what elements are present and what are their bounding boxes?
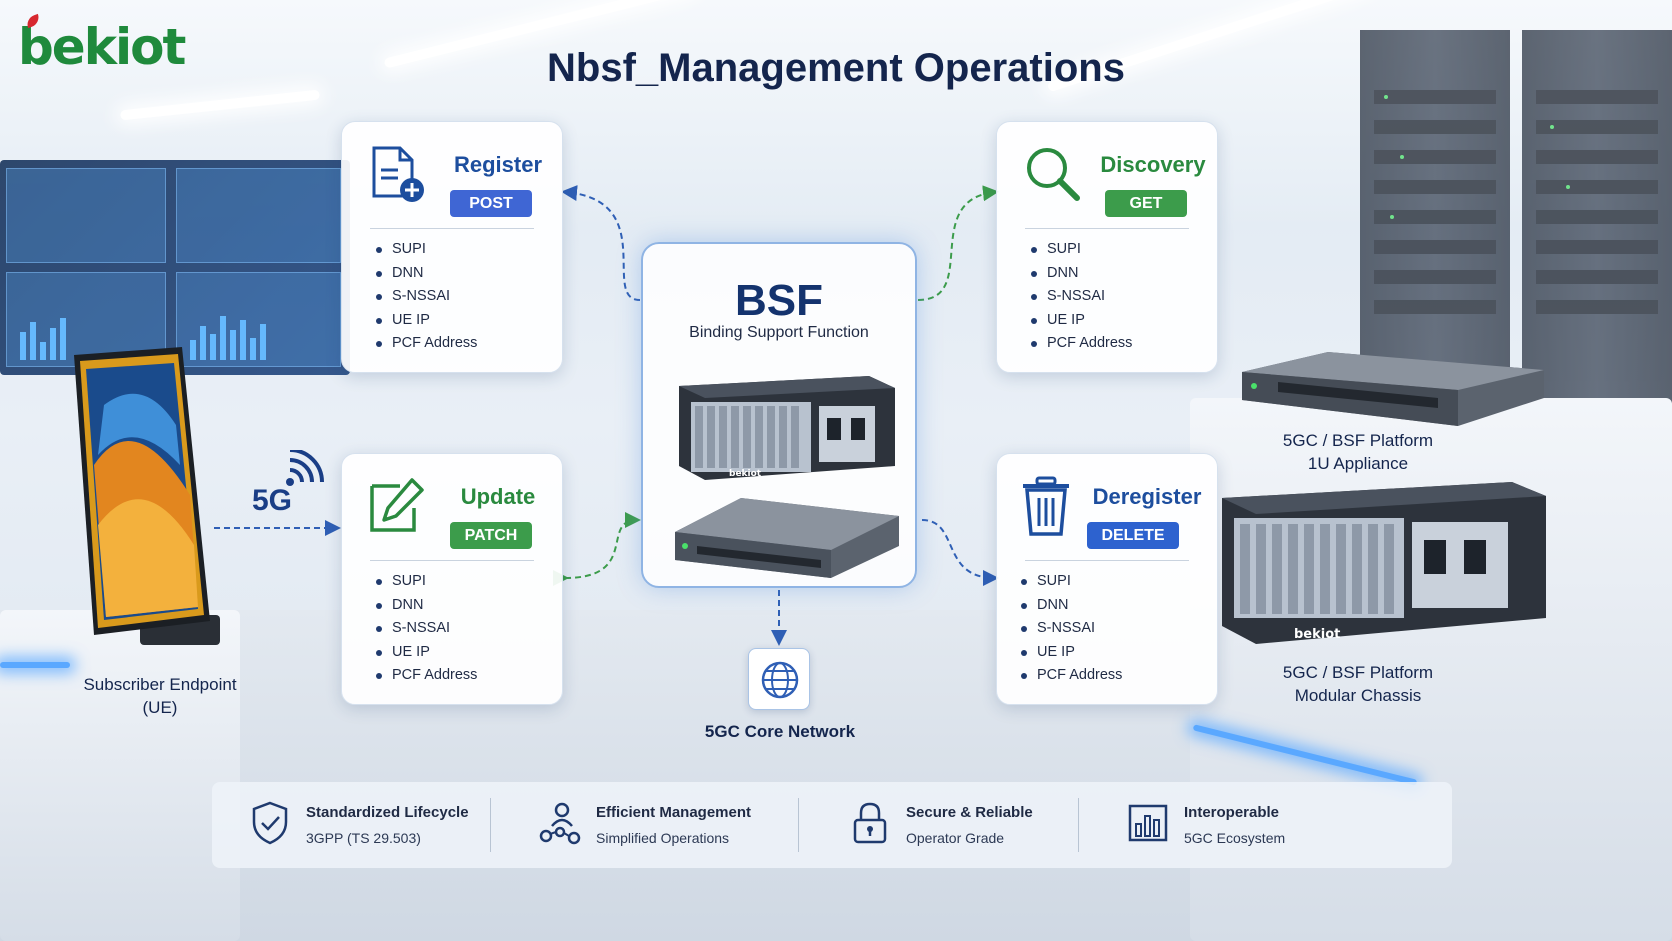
wireless-signal-icon	[286, 450, 324, 486]
arrow-bsf-to-deregister	[921, 519, 999, 586]
page-title: Nbsf_Management Operations	[547, 46, 1125, 90]
card-divider	[370, 228, 534, 229]
method-badge: POST	[450, 190, 532, 217]
lock-icon	[853, 802, 887, 844]
param-item: DNN	[1021, 594, 1122, 618]
edit-pencil-icon	[370, 478, 424, 532]
platform-label-appliance: 5GC / BSF Platform 1U Appliance	[1282, 431, 1434, 473]
method-badge: PATCH	[450, 522, 532, 549]
shield-check-icon	[252, 801, 288, 845]
param-list: SUPI DNN S-NSSAI UE IP PCF Address	[1021, 570, 1122, 688]
benefit-separator	[798, 798, 799, 852]
operation-name: Discovery	[1100, 152, 1206, 177]
param-item: PCF Address	[1021, 664, 1122, 688]
param-item: PCF Address	[1031, 332, 1132, 356]
param-item: SUPI	[1031, 238, 1132, 262]
param-item: S-NSSAI	[376, 617, 477, 641]
param-item: UE IP	[1031, 309, 1132, 333]
trash-icon	[1023, 476, 1069, 536]
subscriber-device-image	[74, 347, 220, 645]
param-item: PCF Address	[376, 664, 477, 688]
bsf-panel: BSF Binding Support Function bekiot	[641, 242, 917, 588]
monitor-wall	[0, 160, 350, 375]
document-add-icon	[372, 146, 424, 202]
param-item: UE IP	[376, 309, 477, 333]
bsf-subtitle: Binding Support Function	[689, 324, 869, 341]
benefits-bar: Standardized Lifecycle 3GPP (TS 29.503) …	[212, 782, 1452, 868]
operation-name: Deregister	[1092, 484, 1202, 509]
card-divider	[370, 560, 534, 561]
brand-logo: bekiot	[18, 13, 186, 72]
endpoint-label: Subscriber Endpoint (UE)	[83, 675, 237, 717]
platform-label-chassis: 5GC / BSF Platform Modular Chassis	[1282, 663, 1434, 705]
param-item: DNN	[376, 594, 477, 618]
benefit-separator	[490, 798, 491, 852]
param-item: PCF Address	[376, 332, 477, 356]
arrow-bsf-to-register	[561, 185, 641, 301]
card-divider	[1025, 228, 1189, 229]
modular-chassis-right-image: bekiot	[1222, 482, 1546, 644]
card-register: Register POST SUPI DNN S-NSSAI UE IP PCF…	[341, 121, 563, 373]
param-list: SUPI DNN S-NSSAI UE IP PCF Address	[1031, 238, 1132, 356]
param-item: SUPI	[376, 238, 477, 262]
modular-chassis-image: bekiot	[679, 376, 895, 480]
chassis-brand-text: bekiot	[729, 469, 762, 479]
globe-icon	[761, 661, 799, 699]
user-network-icon	[539, 802, 581, 845]
param-item: DNN	[1031, 262, 1132, 286]
chassis-brand-text: bekiot	[1294, 627, 1340, 642]
param-item: S-NSSAI	[376, 285, 477, 309]
method-badge: DELETE	[1087, 522, 1179, 549]
param-list: SUPI DNN S-NSSAI UE IP PCF Address	[376, 570, 477, 688]
param-item: S-NSSAI	[1031, 285, 1132, 309]
method-badge: GET	[1105, 190, 1187, 217]
param-item: DNN	[376, 262, 477, 286]
param-item: S-NSSAI	[1021, 617, 1122, 641]
1u-appliance-image	[675, 498, 899, 578]
floor-glow	[0, 662, 70, 668]
param-item: UE IP	[1021, 641, 1122, 665]
param-item: UE IP	[376, 641, 477, 665]
card-discovery: Discovery GET SUPI DNN S-NSSAI UE IP PCF…	[996, 121, 1218, 373]
card-deregister: Deregister DELETE SUPI DNN S-NSSAI UE IP…	[996, 453, 1218, 705]
radio-label: 5G	[252, 484, 293, 517]
core-network-node	[748, 648, 810, 710]
card-update: Update PATCH SUPI DNN S-NSSAI UE IP PCF …	[341, 453, 563, 705]
operation-name: Register	[453, 152, 543, 177]
core-network-label: 5GC Core Network	[704, 722, 856, 741]
benefit-separator	[1078, 798, 1079, 852]
arrow-bsf-to-discovery	[917, 185, 999, 301]
1u-appliance-right-image	[1242, 352, 1544, 426]
operation-name: Update	[460, 484, 536, 509]
param-list: SUPI DNN S-NSSAI UE IP PCF Address	[376, 238, 477, 356]
arrow-update-bsf	[552, 512, 641, 587]
magnifier-icon	[1027, 148, 1080, 201]
param-item: SUPI	[1021, 570, 1122, 594]
card-divider	[1025, 560, 1189, 561]
bar-chart-icon	[1128, 804, 1168, 842]
bsf-title: BSF	[735, 276, 823, 325]
param-item: SUPI	[376, 570, 477, 594]
